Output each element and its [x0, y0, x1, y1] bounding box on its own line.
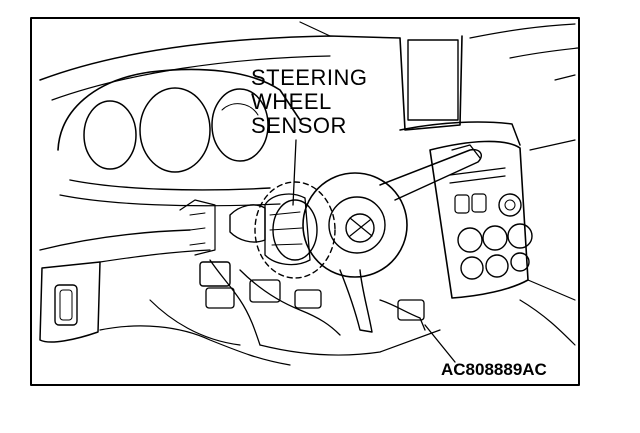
- right-edge-curve: [554, 74, 576, 81]
- steering-shaft: [345, 213, 375, 243]
- gauge-center: [139, 87, 211, 173]
- connector-left: [199, 261, 231, 287]
- audio-button-1: [454, 194, 470, 214]
- right-dash-line: [527, 279, 576, 301]
- dash-top-edge: [39, 35, 401, 81]
- connector-right: [397, 299, 425, 321]
- console-upper: [399, 35, 463, 131]
- left-vent-outline: [39, 261, 101, 343]
- sensor-ring: [272, 199, 318, 261]
- climate-knob-middle: [482, 225, 508, 251]
- climate-knob-lower-middle: [485, 254, 509, 278]
- climate-knob-left: [457, 227, 483, 253]
- cluster-hood: [57, 68, 301, 151]
- audio-button-2: [471, 193, 487, 213]
- sensor-body: [264, 193, 311, 266]
- callout-line-1: STEERING: [251, 65, 368, 90]
- bracket-left: [179, 199, 216, 256]
- shaft-flats: [349, 217, 373, 237]
- audio-slot-1: [449, 167, 506, 176]
- windshield-right-curve: [509, 47, 579, 59]
- audio-knob-inner: [504, 199, 516, 211]
- gauge-right: [211, 88, 269, 162]
- column-cover-inner: [328, 196, 386, 254]
- climate-knob-lower-right: [510, 252, 530, 272]
- sensor-detail: [269, 211, 303, 246]
- callout-line-2: WHEEL: [251, 89, 332, 114]
- callout-line-3: SENSOR: [251, 113, 347, 138]
- lower-dash-curve: [99, 325, 291, 366]
- figure-code: AC808889AC: [441, 360, 547, 379]
- console-panel-outline: [429, 140, 529, 299]
- audio-knob: [498, 193, 522, 217]
- windshield-line-right: [469, 23, 576, 39]
- right-vent-edge: [529, 139, 576, 151]
- sensor-callout: STEERING WHEEL SENSOR: [251, 66, 367, 138]
- left-vent-slot-inner: [59, 289, 73, 321]
- windshield-line: [299, 21, 331, 37]
- dash-top-edge-inner: [51, 55, 331, 101]
- climate-knob-lower-left: [460, 256, 484, 280]
- column-lower: [339, 269, 373, 333]
- left-vent-slot: [54, 284, 78, 326]
- display-screen: [407, 39, 459, 121]
- column-cover-outer: [302, 172, 408, 278]
- gauge-right-inner: [221, 103, 259, 116]
- harness-right: [379, 299, 426, 331]
- turn-stalk: [229, 204, 266, 243]
- figure-code-leader: [424, 324, 456, 363]
- connector-lower: [294, 289, 322, 309]
- console-bezel: [399, 121, 521, 146]
- wiring-harness-1: [209, 259, 261, 346]
- audio-slot-2: [449, 175, 506, 184]
- stalk-tip: [451, 144, 481, 159]
- knee-panel: [149, 299, 241, 346]
- sensor-leader-line: [292, 139, 297, 206]
- bracket-detail: [189, 212, 206, 246]
- lower-dash-left-2: [99, 249, 211, 263]
- wiper-stalk: [379, 148, 482, 201]
- lower-dash-left: [39, 229, 191, 251]
- steering-wheel-sensor: [254, 181, 336, 279]
- connector-mid: [249, 279, 281, 303]
- right-dash-line-2: [519, 299, 576, 346]
- cluster-lower-edge: [59, 194, 281, 207]
- climate-knob-right: [507, 223, 533, 249]
- connector-left-2: [205, 287, 235, 309]
- floor-line: [259, 329, 441, 356]
- wiring-harness-2: [239, 269, 341, 336]
- gauge-left: [83, 100, 137, 170]
- cluster-bottom: [69, 179, 271, 191]
- diagram-frame: [30, 17, 580, 386]
